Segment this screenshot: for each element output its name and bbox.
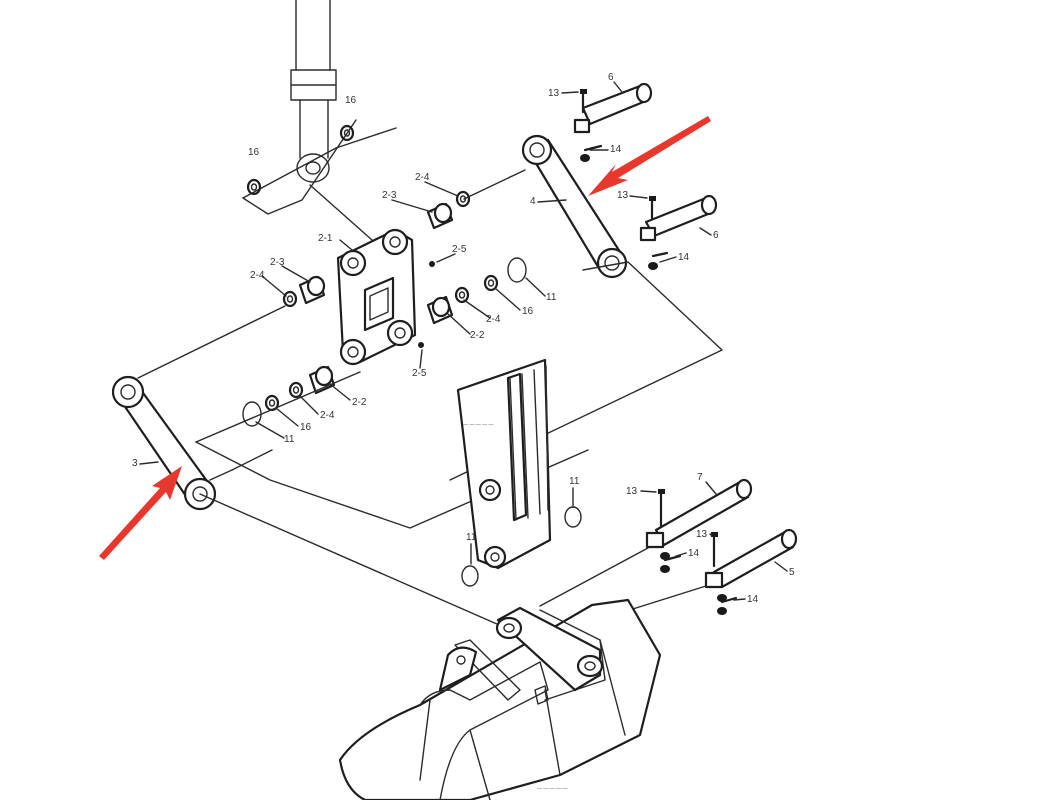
bushing-2-3-left — [298, 275, 326, 305]
label-11-right: 11 — [546, 292, 557, 303]
pin-7 — [645, 478, 753, 549]
label-13-bucket-a: 13 — [626, 486, 638, 497]
label-14-bucket-b: 14 — [747, 594, 759, 605]
pin-6-upper — [573, 82, 653, 134]
lock-14-bucket-b — [717, 594, 738, 615]
bushing-2-2-right — [426, 295, 454, 325]
center-bracket-2-1 — [336, 228, 417, 366]
leader-line — [242, 119, 357, 215]
bolt-13-lower — [649, 196, 656, 220]
label-6-lower: 6 — [713, 230, 719, 241]
label-2-5-bottom: 2-5 — [412, 368, 427, 379]
label-14-lower: 14 — [678, 252, 690, 263]
bucket: — — — — — — [338, 598, 662, 800]
label-14-upper: 14 — [610, 144, 622, 155]
label-11-bucket-b: 11 — [466, 532, 477, 543]
leader-line — [199, 493, 507, 629]
label-13-bucket-b: 13 — [696, 529, 708, 540]
lock-14-lower — [648, 251, 669, 270]
label-5: 5 — [789, 567, 795, 578]
bolt-13-bucket-a — [658, 489, 665, 528]
label-2-3-left: 2-3 — [270, 257, 285, 268]
lock-14-bucket-a — [660, 552, 682, 573]
leader-line — [463, 169, 526, 200]
cylinder-rod — [290, 0, 337, 183]
bolt-13-bucket-b — [711, 532, 718, 568]
label-leaders — [255, 181, 546, 439]
label-16-bottom: 16 — [300, 422, 312, 433]
label-16-a: 16 — [345, 95, 357, 106]
label-2-4-left: 2-4 — [250, 270, 265, 281]
label-2-5-top: 2-5 — [452, 244, 467, 255]
oring-11-bottom — [242, 401, 262, 427]
label-leaders — [139, 461, 159, 465]
label-2-3-top: 2-3 — [382, 190, 397, 201]
washer-16-b — [246, 178, 262, 196]
label-7: 7 — [697, 472, 703, 483]
pin-5 — [704, 528, 798, 589]
label-leaders — [470, 487, 574, 565]
link-3 — [111, 375, 217, 511]
washer-2-4-top — [455, 190, 471, 208]
svg-text:— — — — —: — — — — — — [463, 422, 494, 428]
washer-16-a — [339, 124, 355, 142]
label-11-bottom: 11 — [284, 434, 295, 445]
washer-2-4-left — [282, 290, 298, 308]
label-11-bucket-a: 11 — [569, 476, 580, 487]
oring-11-right — [507, 257, 527, 283]
label-leaders — [537, 199, 567, 203]
label-14-bucket-a: 14 — [688, 548, 700, 559]
washer-16-right — [483, 274, 499, 292]
bolt-13-upper — [580, 89, 587, 114]
label-3: 3 — [132, 458, 138, 469]
label-13-upper: 13 — [548, 88, 560, 99]
washer-2-4-bottom — [288, 381, 304, 399]
bushing-2-3-top — [426, 202, 454, 230]
leader-line — [195, 371, 361, 481]
label-leaders — [640, 481, 788, 601]
label-6-upper: 6 — [608, 72, 614, 83]
svg-text:— — — — —: — — — — — — [537, 786, 568, 792]
label-2-4-right: 2-4 — [486, 314, 501, 325]
oring-11-bucket-b — [461, 565, 479, 587]
grease-fitting-top — [429, 261, 435, 267]
label-leaders — [561, 81, 712, 263]
red-arrow-link-3 — [99, 466, 182, 560]
label-2-4-bottom: 2-4 — [320, 410, 335, 421]
label-2-1: 2-1 — [318, 233, 333, 244]
washer-2-4-right — [454, 286, 470, 304]
label-16-right: 16 — [522, 306, 534, 317]
pin-6-lower — [639, 194, 718, 242]
lock-14-upper — [580, 144, 603, 162]
bushing-2-2-bottom — [308, 365, 336, 395]
arm: — — — — — — [456, 358, 552, 570]
red-arrow-link-4 — [588, 116, 711, 196]
leader-line — [231, 449, 273, 471]
grease-fitting-bottom — [418, 342, 424, 348]
label-13-lower: 13 — [617, 190, 629, 201]
leader-line — [137, 305, 286, 379]
label-2-2-bottom: 2-2 — [352, 397, 367, 408]
label-16-b: 16 — [248, 147, 260, 158]
label-2-2-right: 2-2 — [470, 330, 485, 341]
leader-line — [449, 261, 723, 481]
leader-line — [242, 127, 397, 199]
oring-11-bucket-a — [564, 506, 582, 528]
link-4 — [521, 134, 628, 279]
label-4: 4 — [530, 196, 536, 207]
leader-line — [309, 184, 373, 241]
label-2-4-top: 2-4 — [415, 172, 430, 183]
